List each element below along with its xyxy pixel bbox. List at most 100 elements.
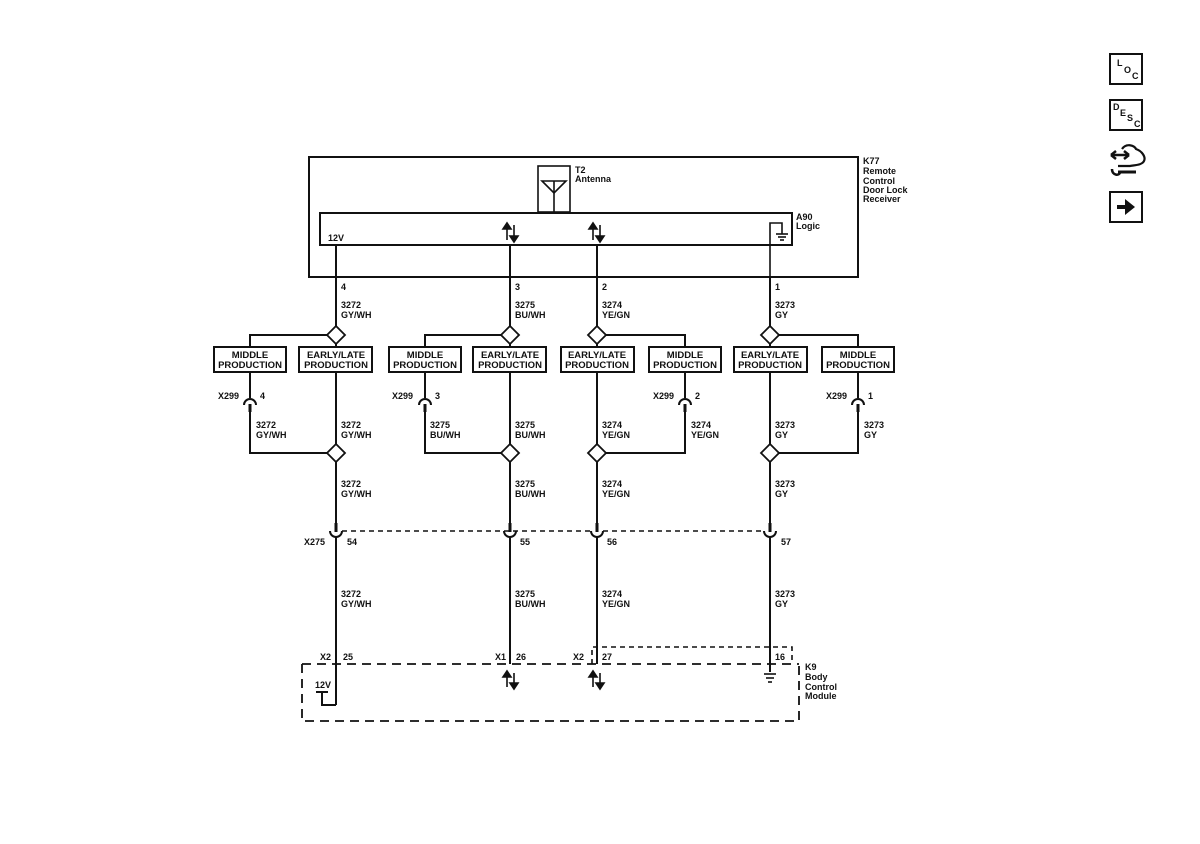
- k77-pin-1: 1: [775, 282, 780, 292]
- x275-pin: 56: [607, 537, 617, 547]
- bidirectional-arrow-icon: [587, 669, 606, 691]
- desc-letter-c: C: [1134, 119, 1141, 129]
- splice-diamond: [325, 324, 347, 346]
- splice-diamond: [499, 442, 521, 464]
- antenna-t2: [537, 165, 571, 213]
- desc-letter-d: D: [1113, 102, 1120, 112]
- x275-connector-icon: [329, 523, 777, 538]
- bidirectional-arrow-icon: [587, 221, 606, 244]
- splice-diamond: [759, 442, 781, 464]
- x299-connector-icon: [678, 398, 692, 412]
- arrow-right-icon: [1117, 199, 1135, 215]
- bcm-pin: 27: [602, 652, 612, 662]
- bcm-12v-label: 12V: [315, 680, 331, 690]
- connector-wrench-icon: [1110, 144, 1146, 176]
- bcm-pin: 16: [775, 652, 785, 662]
- power-supply-icon: [316, 691, 336, 706]
- x299-label: X299: [392, 391, 413, 401]
- description-button[interactable]: D E S C: [1109, 99, 1143, 131]
- connector-info-button[interactable]: [1108, 143, 1148, 181]
- x275-label: X275: [304, 537, 325, 547]
- k9-label: K9 Body Control Module: [805, 662, 840, 701]
- x299-pin: 1: [868, 391, 873, 401]
- x299-pin: 2: [695, 391, 700, 401]
- bcm-pin: 25: [343, 652, 353, 662]
- ground-icon: [769, 222, 788, 277]
- antenna-label: T2 Antenna: [575, 165, 612, 184]
- x275-pin: 57: [781, 537, 791, 547]
- x299-label: X299: [218, 391, 239, 401]
- x299-label: X299: [653, 391, 674, 401]
- k77-pin-2: 2: [602, 282, 607, 292]
- desc-letter-e: E: [1120, 108, 1127, 118]
- k77-pin-4: 4: [341, 282, 346, 292]
- x299-connector-icon: [243, 398, 257, 412]
- x275-pin: 54: [347, 537, 357, 547]
- splice-diamond: [586, 442, 608, 464]
- splice-diamond: [325, 442, 347, 464]
- k77-pin-3: 3: [515, 282, 520, 292]
- bcm-connector: X2: [320, 652, 331, 662]
- a90-logic-box: [319, 212, 793, 246]
- next-page-button[interactable]: [1109, 191, 1143, 223]
- x299-connector-icon: [418, 398, 432, 412]
- k77-name: Remote Control Door Lock Receiver: [863, 166, 910, 204]
- bcm-connector: X1: [495, 652, 506, 662]
- location-button[interactable]: L O C: [1109, 53, 1143, 85]
- loc-letter-c: C: [1132, 71, 1139, 81]
- x275-pin: 55: [520, 537, 530, 547]
- bidirectional-arrow-icon: [501, 221, 520, 244]
- desc-letter-s: S: [1127, 113, 1134, 123]
- a90-12v-label: 12V: [328, 233, 344, 243]
- bcm-connector: X2: [573, 652, 584, 662]
- x299-label: X299: [826, 391, 847, 401]
- a90-label: A90 Logic: [796, 212, 820, 231]
- bidirectional-arrow-icon: [501, 669, 520, 691]
- x299-pin: 3: [435, 391, 440, 401]
- k77-receiver-box: [308, 156, 859, 278]
- k9-bcm-box: [301, 646, 800, 722]
- loc-letter-o: O: [1124, 65, 1132, 75]
- ground-icon: [764, 673, 776, 683]
- k77-id: K77: [863, 156, 880, 166]
- splice-diamond: [586, 324, 608, 346]
- splice-diamond: [499, 324, 521, 346]
- x299-connector-icon: [851, 398, 865, 412]
- x299-pin: 4: [260, 391, 265, 401]
- splice-diamond: [759, 324, 781, 346]
